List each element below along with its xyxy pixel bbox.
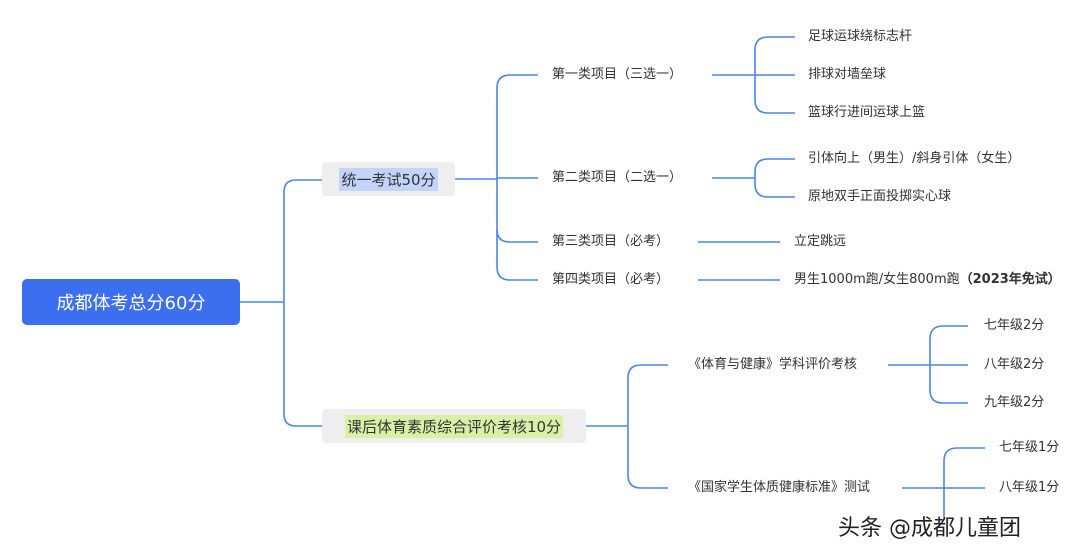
item-football-dribble[interactable]: 足球运球绕标志杆 [808, 29, 913, 44]
group-pe-health-assessment[interactable]: 《体育与健康》学科评价考核 [688, 357, 858, 372]
item-grade7-2pts[interactable]: 七年级2分 [984, 318, 1045, 333]
branch-afterclass-assessment[interactable]: 课后体育素质综合评价考核10分 [322, 409, 586, 443]
item-volleyball-wall[interactable]: 排球对墙垒球 [808, 67, 887, 82]
item-pull-up[interactable]: 引体向上（男生）/斜身引体（女生） [808, 151, 1021, 166]
item-distance-run[interactable]: 男生1000m跑/女生800m跑（2023年免试） [794, 272, 1061, 288]
item-grade8-1pt[interactable]: 八年级1分 [999, 480, 1060, 495]
branch-unified-exam[interactable]: 统一考试50分 [322, 162, 455, 196]
item-basketball-layup[interactable]: 篮球行进间运球上篮 [808, 105, 926, 120]
item-distance-run-note: （2023年免试） [959, 272, 1061, 287]
watermark: 头条 @成都儿童团 [838, 516, 1021, 541]
branch-unified-label: 统一考试50分 [339, 167, 438, 191]
root-node[interactable]: 成都体考总分60分 [22, 279, 240, 325]
root-label: 成都体考总分60分 [56, 293, 206, 314]
group-category-2[interactable]: 第二类项目（二选一） [552, 170, 683, 185]
group-category-1[interactable]: 第一类项目（三选一） [552, 67, 683, 82]
item-grade7-1pt[interactable]: 七年级1分 [999, 440, 1060, 455]
group-national-fitness-test[interactable]: 《国家学生体质健康标准》测试 [688, 480, 871, 495]
item-grade9-2pts[interactable]: 九年级2分 [984, 395, 1045, 410]
group-category-3[interactable]: 第三类项目（必考） [552, 234, 670, 249]
item-standing-long-jump[interactable]: 立定跳远 [794, 234, 847, 249]
group-category-4[interactable]: 第四类项目（必考） [552, 272, 670, 287]
item-grade8-2pts[interactable]: 八年级2分 [984, 357, 1045, 372]
item-distance-run-label: 男生1000m跑/女生800m跑 [794, 272, 960, 287]
item-medicine-ball-throw[interactable]: 原地双手正面投掷实心球 [808, 189, 952, 204]
branch-afterclass-label: 课后体育素质综合评价考核10分 [344, 414, 564, 438]
